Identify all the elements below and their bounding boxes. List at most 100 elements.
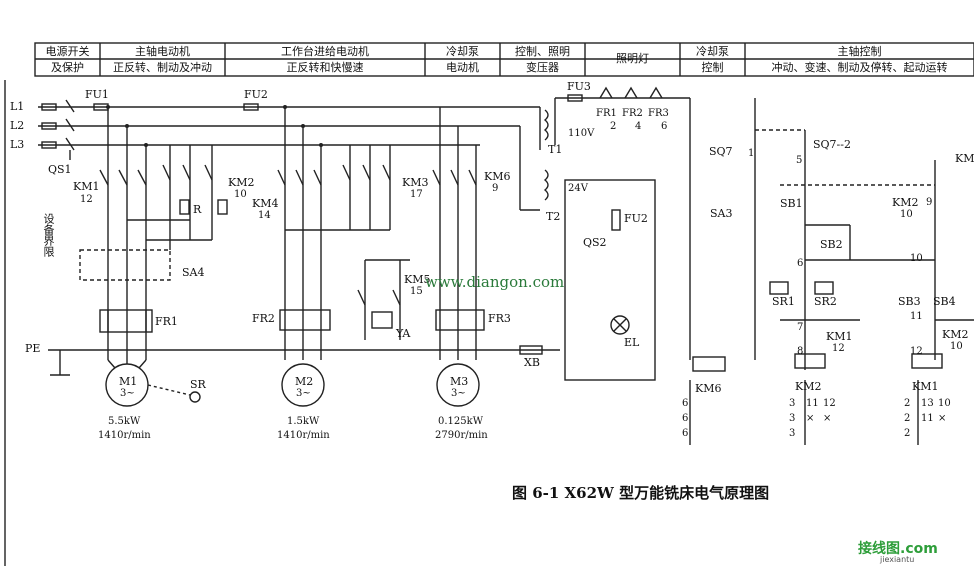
- km1-table-cell: 13: [921, 398, 934, 409]
- label-m3-speed: 2790r/min: [435, 430, 488, 441]
- label-contact-km1-num: 12: [832, 343, 845, 354]
- label-m1: M1: [119, 375, 138, 388]
- label-m2: M2: [295, 375, 314, 388]
- label-qs1: QS1: [48, 163, 72, 176]
- label-m3-phase: 3~: [451, 388, 466, 399]
- label-km6: KM6: [484, 170, 511, 183]
- km1-table-cell: 2: [904, 428, 911, 439]
- header-cell-spindle_ctrl-line1: 主轴控制: [837, 45, 882, 58]
- figure-caption: 图 6-1 X62W 型万能铣床电气原理图: [512, 484, 770, 502]
- label-el: EL: [624, 336, 640, 349]
- label-sr1: SR1: [772, 295, 795, 308]
- label-fr3-contact: FR3: [648, 108, 669, 119]
- label-km2: KM2: [228, 176, 255, 189]
- header-cell-spindle_ctrl-line2: 冲动、变速、制动及停转、起动运转: [771, 61, 948, 74]
- label-km5-num: 15: [410, 286, 423, 297]
- label-pe: PE: [25, 342, 41, 355]
- label-fu1: FU1: [85, 88, 109, 101]
- header-cell-coolant-line1: 冷却泵: [446, 45, 479, 58]
- header-cell-feed-line2: 正反转和快慢速: [286, 61, 364, 74]
- header-cell-coolant-line2: 电动机: [446, 61, 479, 74]
- label-sa4: SA4: [182, 266, 205, 279]
- label-l2: L2: [10, 119, 25, 132]
- label-fr1-contact: FR1: [596, 108, 617, 119]
- label-t2: T2: [546, 210, 561, 223]
- label-fr3: FR3: [488, 312, 511, 325]
- label-sr2: SR2: [814, 295, 837, 308]
- label-km3-num: 17: [410, 189, 423, 200]
- km1-table-cell: 11: [921, 413, 934, 424]
- label-node-1: 1: [748, 148, 755, 159]
- label-24v: 24V: [568, 183, 588, 194]
- label-contact-km2b-num: 10: [950, 341, 963, 352]
- km2-table-cell: 3: [789, 413, 796, 424]
- km1-table-cell: 2: [904, 413, 911, 424]
- header-cell-coolant_ctrl-line2: 控制: [701, 61, 724, 74]
- label-contact-km2b: KM2: [942, 328, 969, 341]
- label-110v: 110V: [568, 128, 595, 139]
- km2-table-cell: 3: [789, 428, 796, 439]
- label-sr: SR: [190, 378, 206, 391]
- label-node-12: 12: [910, 346, 923, 357]
- label-fu2-lamp: FU2: [624, 212, 648, 225]
- label-node-7: 7: [797, 322, 804, 333]
- header-cell-spindle-line2: 正反转、制动及冲动: [113, 61, 212, 74]
- header-cell-lamp-line1: 照明灯: [616, 52, 649, 65]
- km1-table-cell: ×: [938, 413, 947, 424]
- header-cell-transformer-line2: 变压器: [526, 61, 559, 74]
- label-node-11: 11: [910, 311, 923, 322]
- header-cell-spindle-line1: 主轴电动机: [135, 45, 190, 58]
- label-coil-km6: KM6: [695, 382, 722, 395]
- label-coil-km1: KM1: [912, 380, 939, 393]
- label-node-6: 6: [797, 258, 804, 269]
- km2-table-cell: 11: [806, 398, 819, 409]
- label-qs2: QS2: [583, 236, 607, 249]
- label-contact-km2: KM2: [892, 196, 919, 209]
- km6-table-cell: 6: [682, 428, 689, 439]
- label-m1-phase: 3~: [120, 388, 135, 399]
- km1-table-cell: 10: [938, 398, 951, 409]
- km2-table-cell: ×: [806, 413, 815, 424]
- label-contact-km2-num: 10: [900, 209, 913, 220]
- km6-table-cell: 6: [682, 398, 689, 409]
- label-n2: 2: [610, 121, 617, 132]
- label-km4-num: 14: [258, 210, 271, 221]
- label-km1: KM1: [73, 180, 100, 193]
- label-ya: YA: [396, 327, 411, 340]
- label-sa3: SA3: [710, 207, 733, 220]
- watermark-text: www.diangon.com: [425, 273, 565, 291]
- label-km1-num: 12: [80, 194, 93, 205]
- header-cell-power-line2: 及保护: [51, 61, 84, 74]
- label-sq7: SQ7: [709, 145, 733, 158]
- label-fu3: FU3: [567, 80, 591, 93]
- label-sq7-2: SQ7--2: [813, 138, 851, 151]
- site-logo-sub: jiexiantu: [880, 555, 915, 564]
- label-l3: L3: [10, 138, 25, 151]
- label-node-5: 5: [796, 155, 803, 166]
- label-sb2: SB2: [820, 238, 843, 251]
- label-m3-power: 0.125kW: [438, 416, 483, 427]
- label-l1: L1: [10, 100, 25, 113]
- label-km4: KM4: [252, 197, 279, 210]
- label-n6: 6: [661, 121, 668, 132]
- label-r: R: [193, 203, 202, 216]
- label-sb1: SB1: [780, 197, 803, 210]
- label-fr2: FR2: [252, 312, 275, 325]
- label-m3: M3: [450, 375, 469, 388]
- label-km5: KM5: [404, 273, 431, 286]
- label-sb3: SB3: [898, 295, 921, 308]
- label-km-edge: KM: [955, 152, 974, 165]
- label-coil-km2: KM2: [795, 380, 822, 393]
- label-xb: XB: [524, 356, 540, 369]
- label-m1-power: 5.5kW: [108, 416, 141, 427]
- km1-table-cell: 2: [904, 398, 911, 409]
- side-label-equipment-boundary: 设备界限: [42, 213, 55, 257]
- label-fu2: FU2: [244, 88, 268, 101]
- label-sb4: SB4: [933, 295, 956, 308]
- label-node-9: 9: [926, 197, 933, 208]
- label-fr2-contact: FR2: [622, 108, 643, 119]
- site-logo: 接线图.com: [858, 541, 938, 557]
- label-km3: KM3: [402, 176, 429, 189]
- km6-table-cell: 6: [682, 413, 689, 424]
